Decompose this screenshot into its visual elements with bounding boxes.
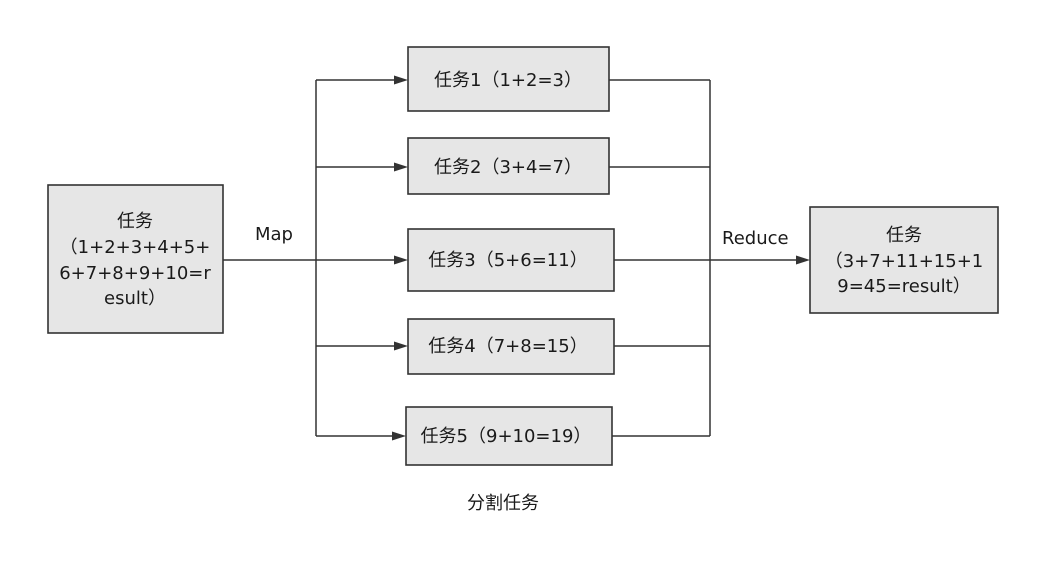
arrowhead-task-1 <box>394 75 408 85</box>
arrowhead-task-5 <box>392 431 406 441</box>
subtask-rect-3 <box>407 228 615 292</box>
reduce-label: Reduce <box>722 228 789 249</box>
arrowhead-task-3 <box>394 255 408 265</box>
subtask-box-2: 任务2（3+4=7） <box>407 137 610 195</box>
result-task-rect <box>809 206 999 314</box>
result-task-line-1: 任务 <box>886 225 922 246</box>
subtask-rect-4 <box>407 318 615 375</box>
subtask-box-4: 任务4（7+8=15） <box>407 318 615 375</box>
source-task-rect <box>47 184 224 334</box>
subtask-label-4: 任务4（7+8=15） <box>428 336 587 357</box>
arrowhead-result <box>796 255 810 265</box>
result-task-line-3: 9=45=result） <box>837 276 970 297</box>
result-task-line-2: （3+7+11+15+1 <box>825 251 984 272</box>
arrowhead-task-4 <box>394 341 408 351</box>
source-task-line-3: 6+7+8+9+10=r <box>59 263 211 284</box>
subtask-box-3: 任务3（5+6=11） <box>407 228 615 292</box>
subtask-rect-5 <box>405 406 613 466</box>
subtask-label-1: 任务1（1+2=3） <box>434 70 582 91</box>
source-task-line-1: 任务 <box>117 211 153 232</box>
source-task-box: 任务 （1+2+3+4+5+ 6+7+8+9+10=r esult） <box>47 184 224 334</box>
diagram-caption: 分割任务 <box>467 493 539 514</box>
map-connectors <box>223 75 408 441</box>
arrowhead-task-2 <box>394 162 408 172</box>
reduce-connectors <box>609 79 810 437</box>
subtask-label-5: 任务5（9+10=19） <box>421 426 592 447</box>
subtask-box-5: 任务5（9+10=19） <box>405 406 613 466</box>
subtask-label-3: 任务3（5+6=11） <box>428 250 587 271</box>
subtask-rect-2 <box>407 137 610 195</box>
subtask-label-2: 任务2（3+4=7） <box>434 157 582 178</box>
source-task-line-4: esult） <box>104 288 166 309</box>
result-task-box: 任务 （3+7+11+15+1 9=45=result） <box>809 206 999 314</box>
subtask-box-1: 任务1（1+2=3） <box>407 46 610 112</box>
subtask-rect-1 <box>407 46 610 112</box>
source-task-line-2: （1+2+3+4+5+ <box>60 237 211 258</box>
map-label: Map <box>255 224 293 245</box>
